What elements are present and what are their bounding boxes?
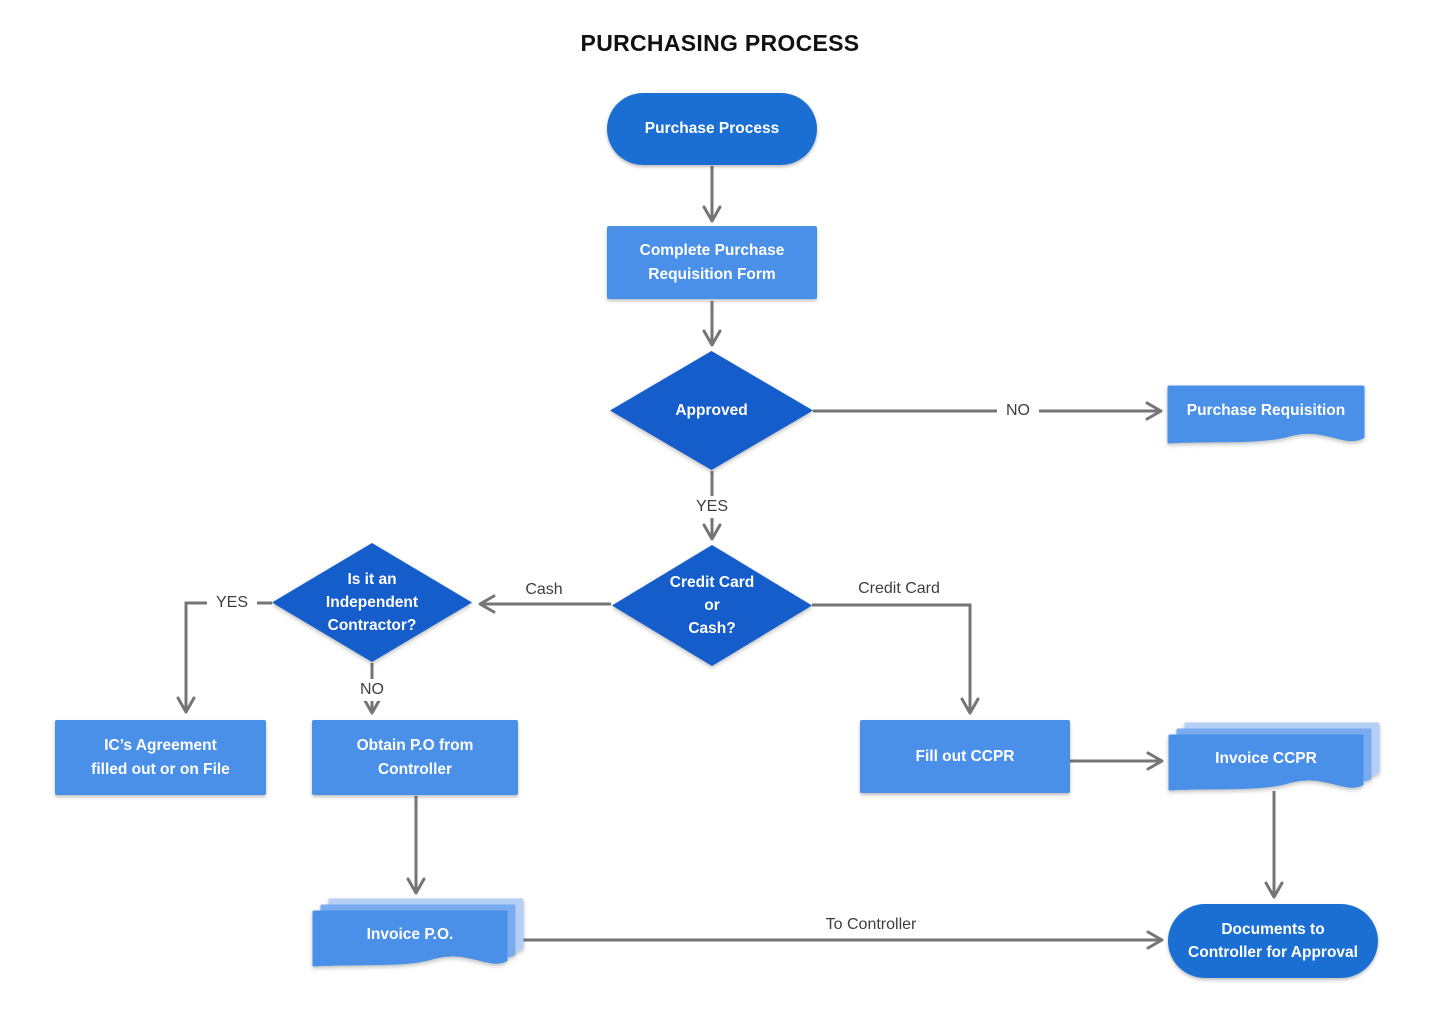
purchase-requisition-doc-shape xyxy=(1167,385,1365,444)
node-obtain-po-from-controller-label: Obtain P.O from Controller xyxy=(356,737,474,778)
node-invoice-ccpr-label: Invoice CCPR xyxy=(1215,750,1317,768)
node-approved-decision: Approved xyxy=(610,351,813,470)
credit-card-or-cash-diamond-shape: Credit Card or Cash? xyxy=(612,545,812,666)
approved-diamond-shape: Approved xyxy=(610,351,813,470)
node-invoice-po-label: Invoice P.O. xyxy=(366,926,454,944)
node-invoice-po-document: Invoice P.O. xyxy=(312,898,524,972)
independent-contractor-diamond-shape: Is it an Independent Contractor? xyxy=(272,543,472,662)
node-obtain-po-from-controller: Obtain P.O from Controller xyxy=(312,720,518,795)
node-purchase-process: Purchase Process xyxy=(607,93,817,165)
edge-label-contractor-no: NO xyxy=(351,679,393,701)
edge-label-to-controller: To Controller xyxy=(825,916,917,933)
edge-label-cash: Cash xyxy=(525,581,563,598)
node-purchase-requisition-label: Purchase Requisition xyxy=(1186,402,1346,420)
node-ics-agreement-label: IC’s Agreement filled out or on File xyxy=(91,737,230,778)
node-ics-agreement: IC’s Agreement filled out or on File xyxy=(55,720,266,795)
edge-label-credit-card: Credit Card xyxy=(858,580,940,597)
node-credit-card-or-cash-label: Credit Card or Cash? xyxy=(669,573,755,638)
edge-label-approved-no: NO xyxy=(997,400,1039,422)
connector-contractor-yes xyxy=(176,601,272,714)
node-credit-card-or-cash-decision: Credit Card or Cash? xyxy=(612,545,812,666)
connector-credit-card xyxy=(812,603,980,715)
node-independent-contractor-decision: Is it an Independent Contractor? xyxy=(272,543,472,662)
node-independent-contractor-label: Is it an Independent Contractor? xyxy=(325,570,419,635)
invoice-ccpr-doc-shape xyxy=(1168,722,1380,791)
node-complete-purchase-requisition-form: Complete Purchase Requisition Form xyxy=(607,226,817,299)
node-documents-to-controller: Documents to Controller for Approval xyxy=(1168,904,1378,978)
node-purchase-process-label: Purchase Process xyxy=(644,120,780,138)
invoice-po-doc-shape xyxy=(312,898,524,967)
diagram-title: PURCHASING PROCESS xyxy=(580,30,860,56)
node-documents-to-controller-label: Documents to Controller for Approval xyxy=(1188,920,1358,961)
node-invoice-ccpr-document: Invoice CCPR xyxy=(1168,722,1380,796)
node-approved-label: Approved xyxy=(675,401,748,419)
node-complete-purchase-requisition-form-label: Complete Purchase Requisition Form xyxy=(639,242,785,283)
edge-label-contractor-yes: YES xyxy=(206,592,258,614)
edge-label-approved-yes: YES xyxy=(686,496,738,518)
node-fill-out-ccpr: Fill out CCPR xyxy=(860,720,1070,793)
node-fill-out-ccpr-label: Fill out CCPR xyxy=(915,747,1015,765)
node-purchase-requisition-document: Purchase Requisition xyxy=(1167,385,1365,449)
